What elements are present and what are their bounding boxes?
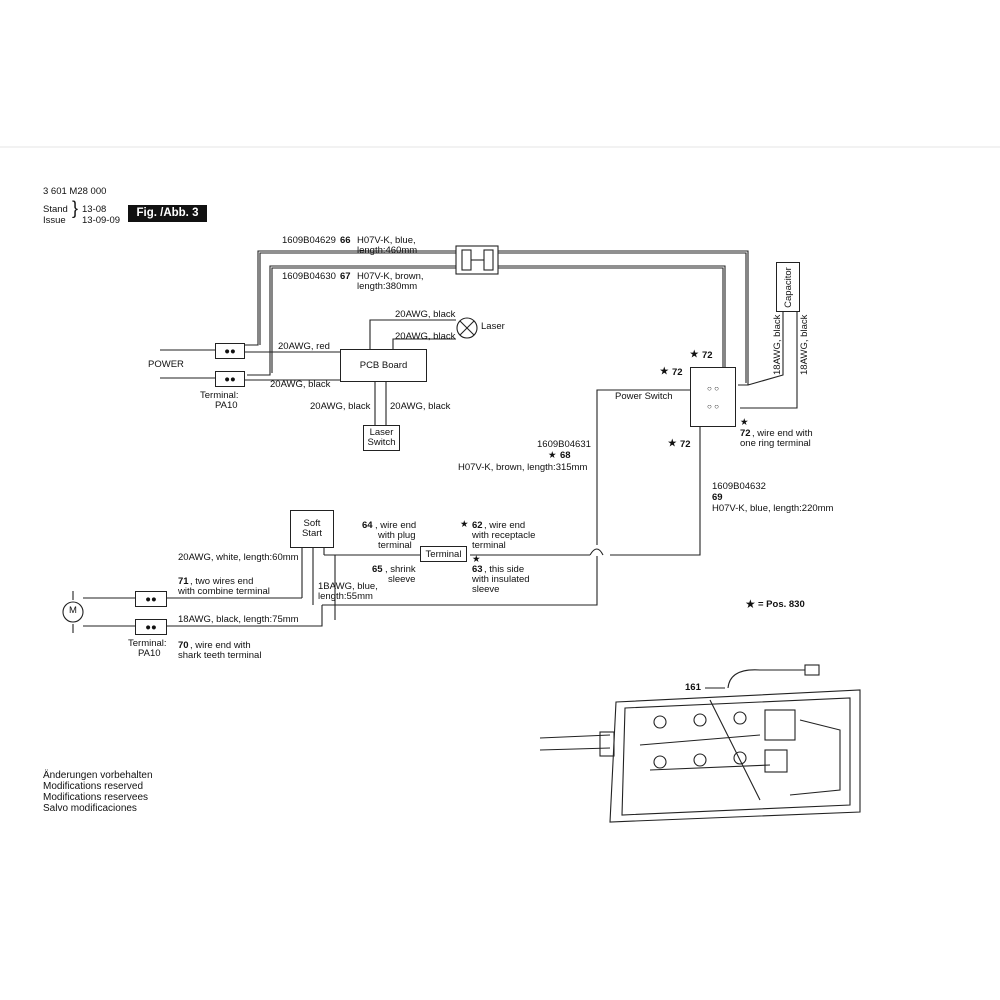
star-legend-icon: ★ xyxy=(745,597,756,611)
wire-66-pos: 66 xyxy=(340,235,351,246)
star-72-icon: ★ xyxy=(690,349,699,360)
terminal-bottom-type: PA10 xyxy=(138,648,161,659)
laser-label: Laser xyxy=(481,321,505,332)
note-70-num: 70 xyxy=(178,640,189,651)
power-switch-block: ○ ○○ ○ xyxy=(690,367,736,427)
part-number: 3 601 M28 000 xyxy=(43,186,107,197)
figure-label: Fig. /Abb. 3 xyxy=(128,205,207,222)
note-71-text2: with combine terminal xyxy=(178,586,270,597)
wire-laser1-label: 20AWG, black xyxy=(395,309,456,320)
wire-66-length: length:460mm xyxy=(357,245,418,256)
issue-label: Issue xyxy=(43,215,66,226)
note-65-text2: sleeve xyxy=(388,574,416,585)
star-72-icon: ★ xyxy=(660,366,669,377)
note-72-text2: one ring terminal xyxy=(740,438,811,449)
stand-label: Stand xyxy=(43,204,68,215)
note-62-text2: with receptacle xyxy=(472,530,536,541)
terminal-top-type: PA10 xyxy=(215,400,238,411)
note-62-text3: terminal xyxy=(472,540,506,551)
star-68-icon: ★ xyxy=(548,450,557,461)
wire-68-desc: H07V-K, brown, length:315mm xyxy=(458,462,588,473)
wire-switch2-label: 20AWG, black xyxy=(390,401,451,412)
note-63-text1: , this side xyxy=(484,564,525,575)
wire-switch1-label: 20AWG, black xyxy=(310,401,371,412)
star-63-icon: ★ xyxy=(472,554,481,565)
note-70-text2: shark teeth terminal xyxy=(178,650,262,661)
wire-laser2-label: 20AWG, black xyxy=(395,331,456,342)
note-63-num: 63 xyxy=(472,564,483,575)
pcb-board: PCB Board xyxy=(340,349,427,382)
wire-69-pos: 69 xyxy=(712,492,723,503)
note-72c: 72 xyxy=(680,439,691,450)
footer-line-1: Änderungen vorbehalten xyxy=(43,770,153,781)
note-72a: 72 xyxy=(702,350,713,361)
terminal-bottom-block-2: ●● xyxy=(135,619,167,635)
note-64-text3: terminal xyxy=(378,540,412,551)
wire-66-desc: H07V-K, blue, xyxy=(357,235,416,246)
note-62-num: 62 xyxy=(472,520,483,531)
terminal-bottom-block: ●● xyxy=(135,591,167,607)
star-62-icon: ★ xyxy=(460,519,469,530)
wire-66-code: 1609B04629 xyxy=(282,235,336,246)
issue-value: 13-09-09 xyxy=(82,215,121,226)
wire-69-code: 1609B04632 xyxy=(712,481,766,492)
footer-line-4: Salvo modificaciones xyxy=(43,803,137,814)
note-71-text1: , two wires end xyxy=(190,576,254,587)
wire-18awg-label: 18AWG, black, length:75mm xyxy=(178,614,299,625)
note-64-text2: with plug xyxy=(378,530,416,541)
star-72-icon: ★ xyxy=(668,438,677,449)
note-64-num: 64 xyxy=(362,520,373,531)
footer-line-3: Modifications reservees xyxy=(43,792,149,803)
note-72-text1: , wire end with xyxy=(752,428,813,439)
wire-67-code: 1609B04630 xyxy=(282,271,336,282)
footer-line-2: Modifications reserved xyxy=(43,781,144,792)
terminal-mid: Terminal xyxy=(420,546,467,562)
wire-67-desc: H07V-K, brown, xyxy=(357,271,424,282)
terminal-top-block-2: ●● xyxy=(215,371,245,387)
note-71-num: 71 xyxy=(178,576,189,587)
note-72b: 72 xyxy=(672,367,683,378)
note-65-text1: , shrink xyxy=(385,564,416,575)
note-64-text1: , wire end xyxy=(375,520,417,531)
capacitor-wire1-label: 18AWG, black xyxy=(772,314,783,375)
wire-68-pos: 68 xyxy=(560,450,571,461)
power-switch-label: Power Switch xyxy=(615,391,673,402)
note-65-num: 65 xyxy=(372,564,383,575)
wire-red-label: 20AWG, red xyxy=(278,341,330,352)
wire-black-left-label: 20AWG, black xyxy=(270,379,331,390)
note-63-text2: with insulated xyxy=(472,574,530,585)
stand-value: 13-08 xyxy=(82,204,107,215)
part-161-label: 161 xyxy=(685,682,701,693)
wire-69-desc: H07V-K, blue, length:220mm xyxy=(712,503,834,514)
terminal-top-block: ●● xyxy=(215,343,245,359)
motor-label: M xyxy=(69,605,77,616)
terminal-bottom-label: Terminal: xyxy=(128,638,167,649)
capacitor-wire2-label: 18AWG, black xyxy=(799,314,810,375)
wire-67-length: length:380mm xyxy=(357,281,418,292)
brace-icon: } xyxy=(72,198,79,218)
wire-blue-length: length:55mm xyxy=(318,591,373,602)
wire-67-pos: 67 xyxy=(340,271,351,282)
wire-white-label: 20AWG, white, length:60mm xyxy=(178,552,299,563)
note-72-num: 72 xyxy=(740,428,751,439)
terminal-top-label: Terminal: xyxy=(200,390,239,401)
power-label: POWER xyxy=(148,359,184,370)
wire-blue-label: 1BAWG, blue, xyxy=(318,581,378,592)
star-72-icon: ★ xyxy=(740,417,749,428)
note-62-text1: , wire end xyxy=(484,520,526,531)
wire-68-code: 1609B04631 xyxy=(537,439,591,450)
capacitor: Capacitor xyxy=(776,262,800,312)
note-63-text3: sleeve xyxy=(472,584,500,595)
pos-830-legend: = Pos. 830 xyxy=(758,599,805,610)
note-70-text1: , wire end with xyxy=(190,640,251,651)
